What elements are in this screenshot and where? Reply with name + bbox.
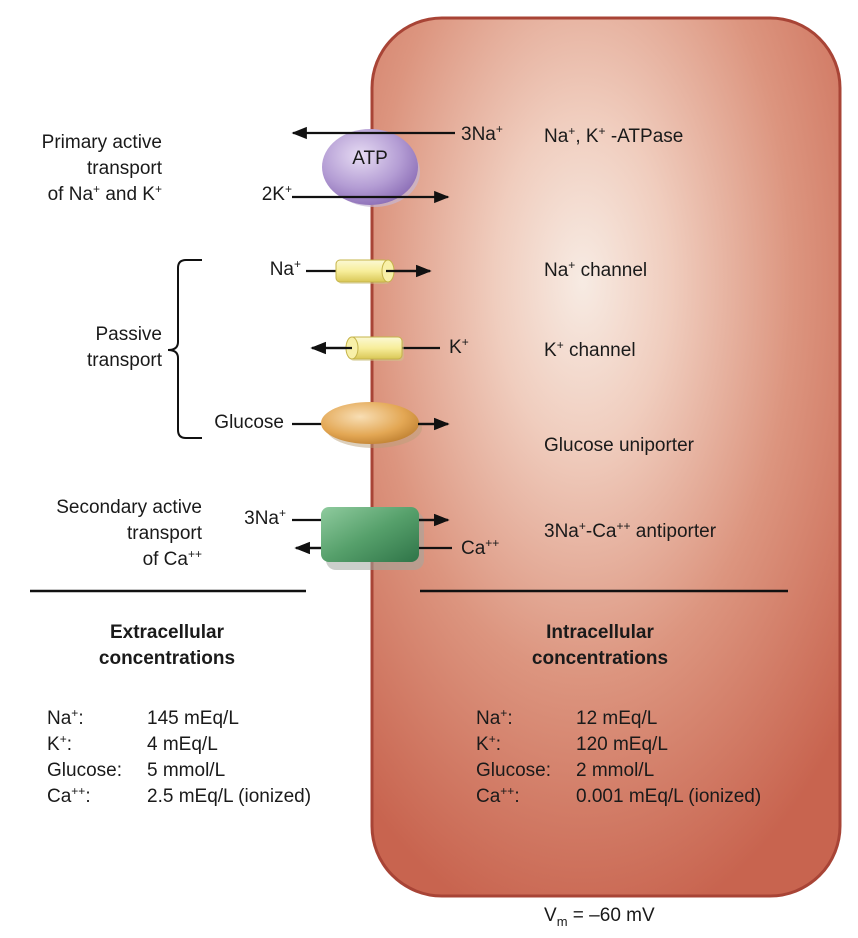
na-channel: [306, 259, 432, 284]
intracellular-row-na: Na+:12 mEq/L: [476, 706, 658, 729]
intracellular-table: Na+:12 mEq/L K+:120 mEq/L Glucose:2 mmol…: [476, 706, 761, 810]
na-channel-name: Na+ channel: [544, 258, 648, 281]
ion-na-out: Na+: [269, 257, 301, 280]
intracellular-row-glucose: Glucose:2 mmol/L: [476, 760, 655, 781]
intracellular-row-k: K+:120 mEq/L: [476, 732, 668, 755]
glucose-uniporter-name: Glucose uniporter: [544, 435, 694, 456]
extracellular-row-glucose: Glucose:5 mmol/L: [47, 760, 226, 781]
ion-3na-in: 3Na+: [461, 122, 503, 145]
passive-brace: [167, 259, 202, 439]
k-channel-name: K+ channel: [544, 338, 636, 361]
na-ca-antiporter: [292, 507, 452, 570]
atpase-pump: [291, 126, 455, 207]
glucose-uniporter: [292, 402, 450, 448]
ion-ca-in: Ca++: [461, 536, 500, 559]
cell-body: [370, 16, 842, 898]
membrane-potential: Vm = –60 mV: [544, 905, 655, 929]
secondary-active-label: Secondary active transport of Ca++: [56, 497, 202, 570]
passive-transport-label: Passive transport: [87, 324, 162, 371]
ion-k-in: K+: [449, 335, 469, 358]
extracellular-row-k: K+:4 mEq/L: [47, 732, 218, 755]
antiporter-name: 3Na+-Ca++ antiporter: [544, 519, 717, 542]
primary-active-label: Primary active transport of Na+ and K+: [41, 132, 162, 205]
intracellular-row-ca: Ca++:0.001 mEq/L (ionized): [476, 784, 762, 807]
extracellular-table: Na+:145 mEq/L K+:4 mEq/L Glucose:5 mmol/…: [47, 706, 311, 810]
extracellular-row-ca: Ca++:2.5 mEq/L (ionized): [47, 784, 312, 807]
intracellular-heading: Intracellular concentrations: [531, 622, 669, 669]
atpase-name: Na+, K+ -ATPase: [544, 124, 684, 147]
ion-3na-anti-out: 3Na+: [244, 506, 286, 529]
atp-label: ATP: [352, 148, 388, 169]
extracellular-heading: Extracellular concentrations: [98, 622, 236, 669]
ion-2k-out: 2K+: [261, 182, 292, 205]
k-channel: [310, 336, 440, 361]
ion-glucose-out: Glucose: [214, 412, 284, 433]
extracellular-row-na: Na+:145 mEq/L: [47, 706, 239, 729]
